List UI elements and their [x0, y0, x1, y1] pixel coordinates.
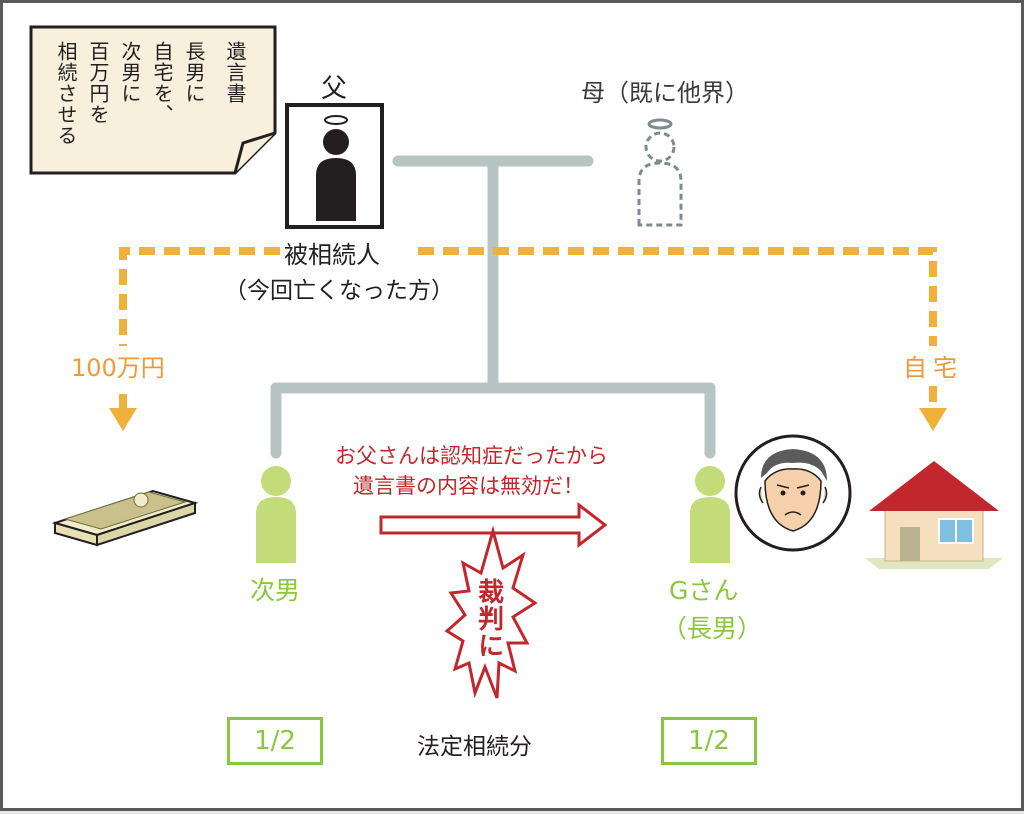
claim-arrow [379, 501, 608, 549]
eldest-son-figure [690, 466, 730, 563]
younger-son-figure [256, 466, 296, 563]
eldest-son-label-2: （長男） [662, 614, 763, 643]
arrow-to-money [109, 408, 137, 431]
money-label: 100万円 [71, 346, 165, 385]
eldest-son-label-1: Gさん [669, 576, 739, 605]
lawsuit-burst [444, 525, 538, 699]
father-caption-1: 被相続人 [280, 235, 384, 270]
money-bundle-icon [51, 489, 199, 547]
family-tree-lines [270, 155, 716, 459]
claim-line-1: お父さんは認知症だったから [335, 444, 608, 468]
arrow-to-house [919, 408, 947, 431]
father-label: 父 [321, 74, 348, 104]
house-icon [865, 461, 1003, 569]
mother-figure [637, 118, 683, 227]
claim-line-2: 遺言書の内容は無効だ！ [353, 474, 584, 498]
younger-son-label: 次男 [250, 576, 301, 605]
will-document [29, 25, 277, 175]
mother-label: 母（既に他界） [581, 79, 749, 107]
lawsuit-label: 裁判に [473, 578, 504, 659]
g-san-face [734, 434, 852, 552]
diagram-art [29, 25, 1003, 699]
father-portrait [285, 103, 384, 229]
younger-son-share: 1/2 [227, 717, 323, 765]
eldest-son-share: 1/2 [661, 717, 757, 765]
will-line-4: 百万円を [86, 41, 110, 125]
will-title: 遺言書 [223, 41, 247, 104]
house-label: 自宅 [903, 346, 963, 385]
will-line-5: 相続させる [54, 41, 78, 146]
will-line-2: 自宅を、 [150, 41, 174, 125]
will-line-1: 長男に [182, 41, 206, 104]
father-caption-2: （今回亡くなった方） [224, 278, 454, 304]
will-line-3: 次男に [118, 41, 142, 104]
legal-share-label: 法定相続分 [417, 734, 532, 760]
